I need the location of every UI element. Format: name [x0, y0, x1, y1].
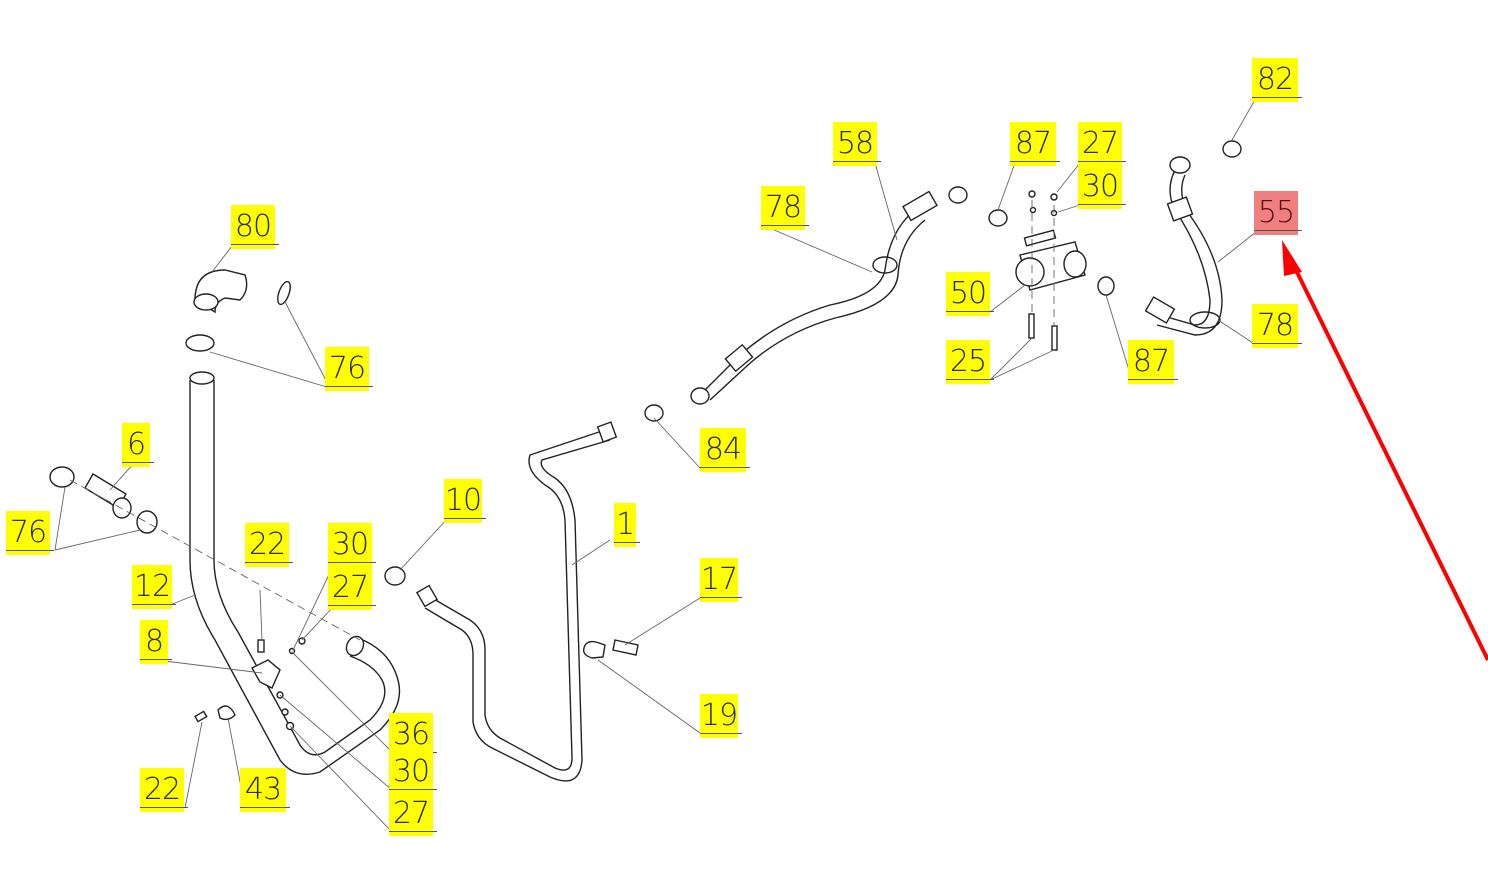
callout-30[interactable]: 30	[328, 523, 376, 567]
callout-58[interactable]: 58	[833, 122, 881, 166]
callout-22[interactable]: 22	[245, 523, 293, 567]
callout-30[interactable]: 30	[1078, 165, 1126, 209]
callout-8[interactable]: 8	[140, 620, 172, 664]
callout-1[interactable]: 1	[614, 503, 640, 547]
leader-lines	[54, 97, 1257, 833]
plug-82	[1222, 140, 1242, 158]
callout-50[interactable]: 50	[946, 272, 994, 316]
callout-6[interactable]: 6	[122, 423, 154, 467]
callout-76[interactable]: 76	[325, 347, 373, 391]
callout-27[interactable]: 27	[389, 792, 437, 836]
callout-78[interactable]: 78	[761, 186, 809, 230]
callout-43[interactable]: 43	[240, 768, 290, 812]
callout-30[interactable]: 30	[389, 750, 437, 794]
callout-80[interactable]: 80	[231, 205, 279, 249]
callout-55-highlighted[interactable]: 55	[1254, 191, 1302, 235]
bracket-8	[194, 637, 306, 731]
callout-27[interactable]: 27	[1078, 122, 1126, 166]
callout-19[interactable]: 19	[700, 694, 742, 738]
callout-76[interactable]: 76	[6, 511, 54, 555]
clip-19	[582, 640, 606, 659]
callout-87[interactable]: 87	[1010, 122, 1060, 166]
hose-55	[1144, 156, 1223, 336]
pad-17	[612, 639, 639, 656]
callout-10[interactable]: 10	[444, 479, 486, 523]
callout-12[interactable]: 12	[132, 565, 176, 609]
callout-27[interactable]: 27	[328, 566, 376, 610]
callout-25[interactable]: 25	[946, 340, 994, 384]
callout-82[interactable]: 82	[1252, 58, 1302, 102]
callout-36[interactable]: 36	[389, 713, 437, 757]
callout-84[interactable]: 84	[700, 428, 750, 472]
callout-22[interactable]: 22	[140, 768, 188, 812]
callout-17[interactable]: 17	[700, 558, 742, 602]
fitting-10	[384, 566, 406, 586]
valve-50	[988, 190, 1115, 351]
hose-58	[690, 186, 968, 405]
hose-12	[189, 371, 401, 775]
fitting-84	[644, 404, 664, 422]
callout-87[interactable]: 87	[1128, 340, 1178, 384]
pipe-1	[415, 421, 618, 782]
hose-6	[84, 473, 132, 519]
clamp-76	[49, 280, 291, 534]
elbow-hose-80	[193, 269, 248, 314]
callout-78[interactable]: 78	[1252, 304, 1302, 348]
highlight-arrow	[1282, 240, 1488, 661]
